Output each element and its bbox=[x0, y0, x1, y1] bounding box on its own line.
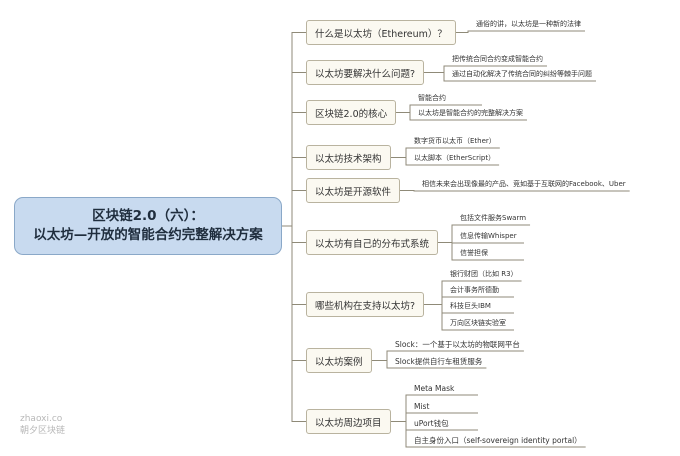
root-topic[interactable]: 区块链2.0（六）： 以太坊—开放的智能合约完整解决方案 bbox=[14, 197, 282, 255]
branch-connector bbox=[282, 190, 306, 227]
leaf-problem-2: 通过自动化解决了传统合同的纠纷等棘手问题 bbox=[452, 70, 592, 78]
leaf-connector bbox=[400, 190, 630, 192]
leaf-dist-2: 信息传输Whisper bbox=[460, 232, 517, 240]
leaf-orgs-4: 万向区块链实验室 bbox=[450, 319, 506, 327]
topic-what-is-ethereum[interactable]: 什么是以太坊（Ethereum）？ bbox=[306, 20, 456, 45]
leaf-connector bbox=[455, 30, 585, 33]
topic-use-cases[interactable]: 以太坊案例 bbox=[306, 348, 372, 373]
leaf-arch-2: 以太脚本（EtherScript） bbox=[414, 154, 496, 162]
branch-connector bbox=[282, 112, 306, 227]
leaf-core-2: 以太坊是智能合约的完整解决方案 bbox=[418, 109, 523, 117]
leaf-cases-2: Slock提供自行车租赁服务 bbox=[395, 357, 483, 366]
branch-connector bbox=[282, 157, 306, 227]
branch-connector bbox=[282, 225, 306, 422]
leaf-open-source-1: 相信未来会出现像最的产品、竞如基于互联网的Facebook、Uber bbox=[422, 180, 626, 188]
branch-connector bbox=[282, 225, 306, 243]
topic-distributed-system[interactable]: 以太坊有自己的分布式系统 bbox=[306, 230, 439, 255]
leaf-orgs-2: 会计事务所德勤 bbox=[450, 286, 499, 294]
leaf-orgs-1: 银行财团（比如 R3） bbox=[450, 270, 518, 278]
leaf-cases-1: Slock：一个基于以太坊的物联网平台 bbox=[395, 340, 520, 349]
branch-connector bbox=[282, 32, 306, 227]
topic-peripheral-projects[interactable]: 以太坊周边项目 bbox=[306, 409, 391, 434]
branch-connector bbox=[282, 225, 306, 305]
watermark-domain: zhaoxi.co bbox=[20, 414, 63, 424]
topic-blockchain-core[interactable]: 区块链2.0的核心 bbox=[306, 100, 397, 125]
branch-connector bbox=[282, 225, 306, 361]
leaf-arch-1: 数字货币以太币（Ether） bbox=[414, 137, 496, 145]
leaf-proj-4: 自主身份入口（self-sovereign identity portal） bbox=[414, 436, 582, 445]
watermark-brand: 朝夕区块链 bbox=[20, 426, 66, 436]
topic-supporting-orgs[interactable]: 哪些机构在支持以太坊? bbox=[306, 292, 425, 317]
topic-tech-architecture[interactable]: 以太坊技术架构 bbox=[306, 145, 391, 170]
root-title-line1: 区块链2.0（六）： bbox=[92, 208, 204, 224]
leaf-orgs-3: 科技巨头IBM bbox=[450, 302, 491, 310]
topic-open-source[interactable]: 以太坊是开源软件 bbox=[306, 178, 401, 203]
branch-connector bbox=[282, 72, 306, 227]
leaf-what-is-1: 通俗的讲，以太坊是一种新的法律 bbox=[476, 20, 581, 28]
leaf-connector bbox=[424, 72, 596, 82]
topic-problem-solved[interactable]: 以太坊要解决什么问题? bbox=[306, 60, 425, 85]
leaf-problem-1: 把传统合同合约变成智能合约 bbox=[452, 55, 543, 63]
leaf-connector bbox=[390, 157, 500, 166]
leaf-connector bbox=[424, 304, 514, 331]
root-title-line2: 以太坊—开放的智能合约完整解决方案 bbox=[33, 227, 263, 243]
leaf-dist-3: 信誉担保 bbox=[460, 249, 488, 257]
leaf-connector bbox=[390, 394, 478, 422]
leaf-core-1: 智能合约 bbox=[418, 94, 446, 102]
leaf-connector bbox=[371, 360, 487, 369]
leaf-proj-3: uPort钱包 bbox=[414, 419, 449, 428]
leaf-proj-2: Mist bbox=[414, 402, 430, 411]
leaf-dist-1: 包括文件服务Swarm bbox=[460, 214, 527, 222]
leaf-connector bbox=[390, 421, 586, 448]
leaf-proj-1: Meta Mask bbox=[414, 384, 455, 393]
leaf-connector bbox=[396, 112, 527, 121]
leaf-connector bbox=[438, 242, 524, 261]
